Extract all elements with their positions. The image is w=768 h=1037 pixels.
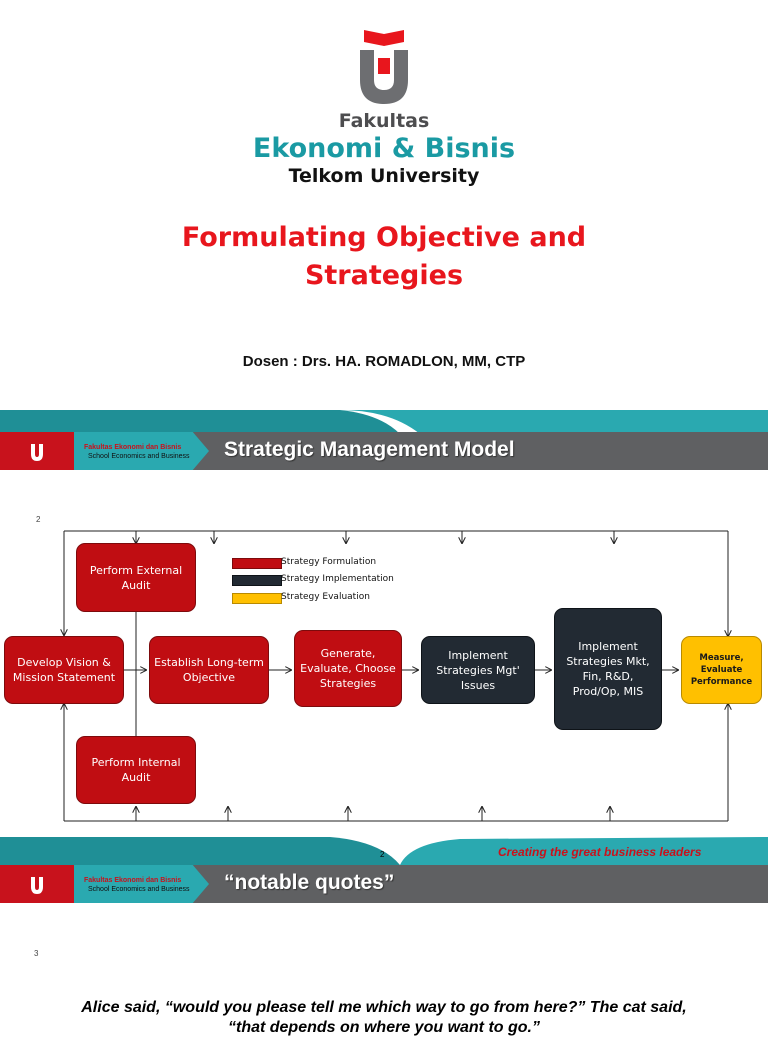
legend-swatch-evaluation <box>232 593 282 604</box>
box-implement-mgt-issues: Implement Strategies Mgt' Issues <box>421 636 535 704</box>
brand-university: Telkom University <box>288 165 480 187</box>
header-brand-line1: Fakultas Ekonomi dan Bisnis <box>84 444 182 451</box>
header-brand-block: Fakultas Ekonomi dan Bisnis School Econo… <box>74 432 209 470</box>
header-brand-block-2: Fakultas Ekonomi dan Bisnis School Econo… <box>74 865 209 903</box>
teal-wave-decoration-2 <box>0 837 768 865</box>
box-establish-long-term-objective: Establish Long-term Objective <box>149 636 269 704</box>
box-generate-evaluate-choose: Generate, Evaluate, Choose Strategies <box>294 630 402 707</box>
legend-swatch-implementation <box>232 575 282 586</box>
header-logo-block <box>0 432 74 470</box>
title-slide: Fakultas Ekonomi & Bisnis Telkom Univers… <box>0 0 768 410</box>
teal-wave-decoration <box>0 410 768 434</box>
lecturer-name: Dosen : Drs. HA. ROMADLON, MM, CTP <box>242 353 526 370</box>
slide-number-3: 3 <box>34 949 39 958</box>
slide-number-top: 2 <box>36 515 41 524</box>
legend-swatch-formulation <box>232 558 282 569</box>
header-logo-icon <box>31 444 43 461</box>
box-perform-internal-audit: Perform Internal Audit <box>76 736 196 804</box>
legend-label-formulation: Strategy Formulation <box>281 557 377 567</box>
box-perform-external-audit: Perform External Audit <box>76 543 196 612</box>
legend-label-implementation: Strategy Implementation <box>281 574 394 584</box>
strategic-model-slide: Fakultas Ekonomi dan Bisnis School Econo… <box>0 410 768 837</box>
slide-title-line2: Strategies <box>304 260 464 291</box>
box-implement-functional: Implement Strategies Mkt, Fin, R&D, Prod… <box>554 608 662 730</box>
flow-connectors <box>0 530 768 822</box>
legend-label-evaluation: Strategy Evaluation <box>281 592 370 602</box>
header-title: Strategic Management Model <box>224 438 515 461</box>
tagline: Creating the great business leaders <box>498 845 702 859</box>
box-measure-evaluate: Measure, Evaluate Performance <box>681 636 762 704</box>
header-brand-line1-2: Fakultas Ekonomi dan Bisnis <box>84 877 182 884</box>
header-title-2: “notable quotes” <box>224 871 395 894</box>
quote-line2: “that depends on where you want to go.” <box>227 1019 540 1036</box>
quotes-slide: 2 Creating the great business leaders Fa… <box>0 837 768 1036</box>
box-develop-vision-mission: Develop Vision & Mission Statement <box>4 636 124 704</box>
header-logo-icon-2 <box>31 877 43 894</box>
brand-fakultas: Fakultas <box>338 110 430 132</box>
slide-number-bottom: 2 <box>380 850 385 859</box>
header-logo-block-2 <box>0 865 74 903</box>
quote-line1: Alice said, “would you please tell me wh… <box>81 999 687 1016</box>
telkom-university-logo <box>360 30 408 104</box>
header-brand-line2-2: School Economics and Business <box>88 886 190 893</box>
brand-name: Ekonomi & Bisnis <box>252 133 516 164</box>
slide-title-line1: Formulating Objective and <box>181 222 587 253</box>
header-brand-line2: School Economics and Business <box>88 453 190 460</box>
